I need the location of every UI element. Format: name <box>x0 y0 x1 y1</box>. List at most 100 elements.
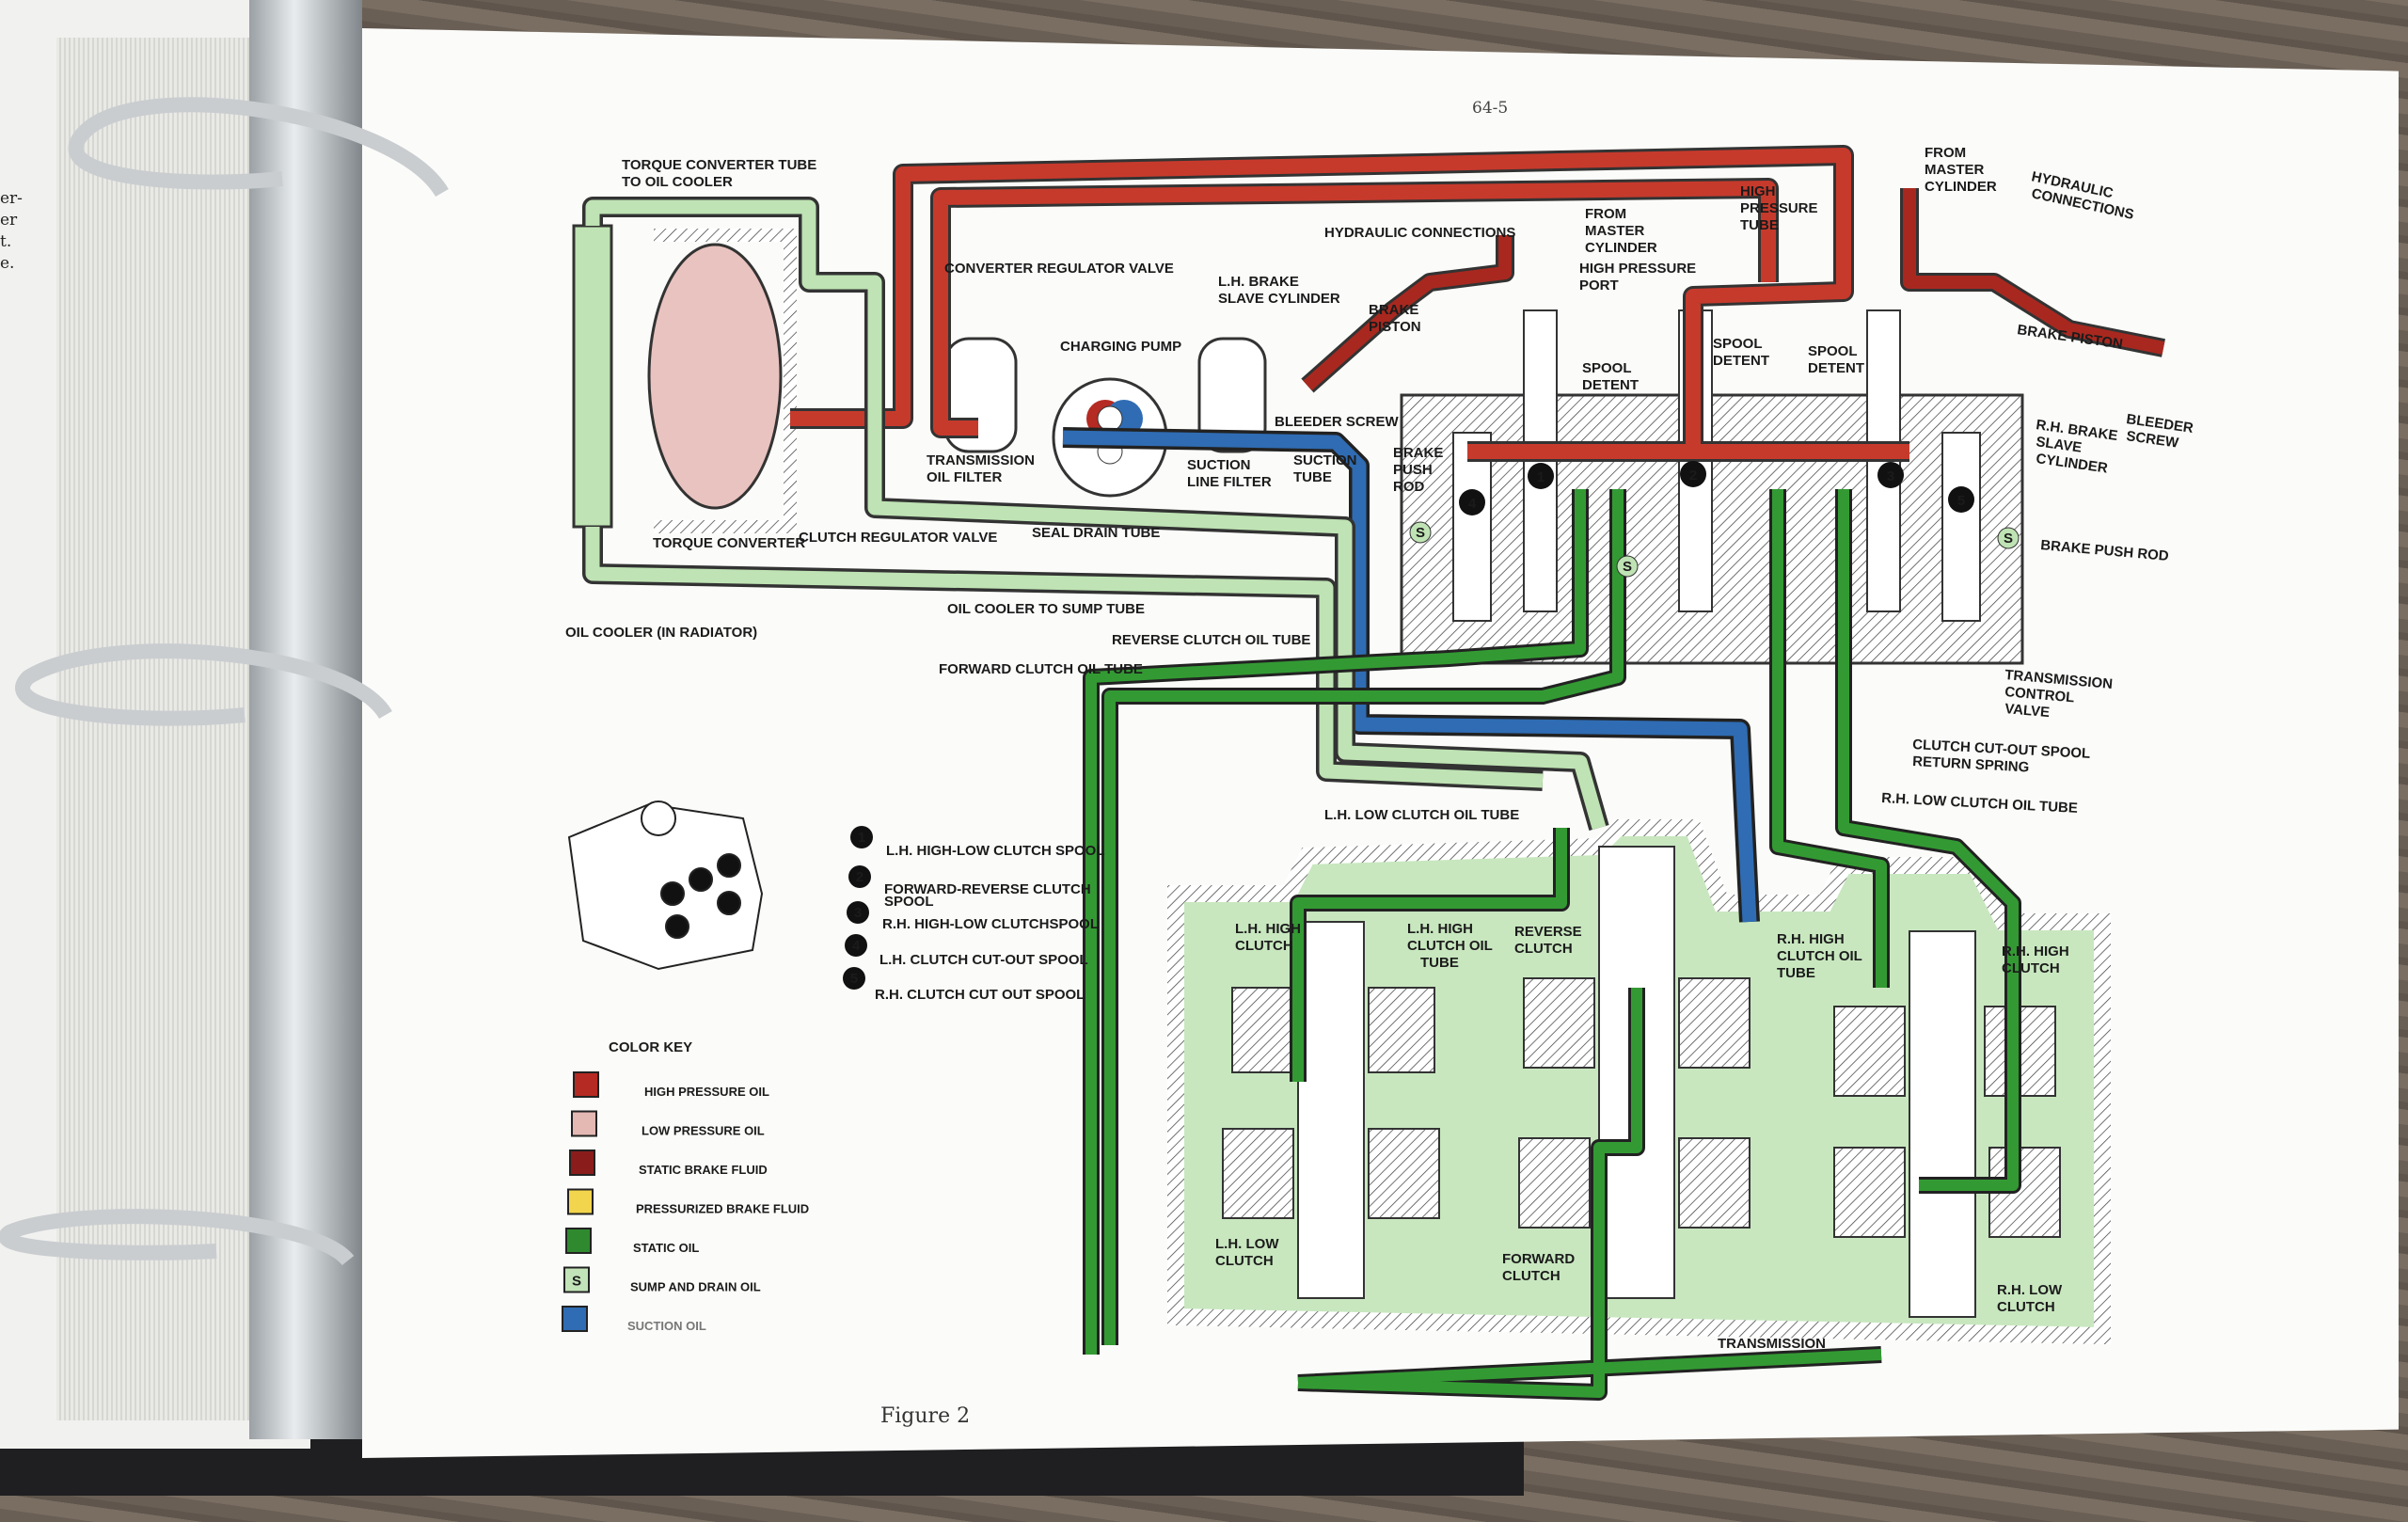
color-swatch <box>571 1110 597 1137</box>
diagram-label: TUBE <box>1293 469 1332 485</box>
text-fragment: e. <box>0 254 15 273</box>
transmission-shaft-left <box>1297 921 1365 1299</box>
diagram-label: CLUTCH <box>1215 1253 1274 1269</box>
color-key-label: STATIC BRAKE FLUID <box>639 1163 768 1177</box>
diagram-label: SPOOL <box>1582 360 1632 376</box>
diagram-label: PISTON <box>1369 319 1421 335</box>
diagram-labels: 64-5 TORQUE CONVERTER TUBE TO OIL COOLER… <box>565 99 2194 1428</box>
diagram-label: CLUTCH <box>1235 938 1293 954</box>
diagram-label: SUCTION <box>1293 452 1357 468</box>
diagram-label: OIL COOLER (IN RADIATOR) <box>565 625 757 641</box>
diagram-label: TORQUE CONVERTER <box>653 535 805 551</box>
diagram-label: CLUTCH REGULATOR VALVE <box>799 530 997 546</box>
diagram-label: PUSH <box>1393 462 1433 478</box>
diagram-label: SLAVE CYLINDER <box>1218 291 1340 307</box>
color-key-label: LOW PRESSURE OIL <box>642 1124 765 1138</box>
diagram-label: FORWARD <box>1502 1251 1575 1267</box>
diagram-label: CLUTCH <box>1997 1299 2055 1315</box>
diagram-label: DETENT <box>1808 360 1864 376</box>
oil-lines <box>582 145 2165 1401</box>
color-key-label: HIGH PRESSURE OIL <box>644 1085 769 1099</box>
diagram-label: CLUTCH <box>1502 1268 1560 1284</box>
diagram-label: 5 <box>850 971 858 987</box>
color-key-label: SUMP AND DRAIN OIL <box>630 1280 761 1294</box>
diagram-label: FORWARD-REVERSE CLUTCH <box>884 881 1091 897</box>
diagram-label: SPOOL <box>884 894 934 910</box>
left-page-text: er- er t. e. <box>0 188 23 275</box>
color-key-label: STATIC OIL <box>633 1241 699 1255</box>
sump-marker: S <box>572 1274 581 1290</box>
diagram-label: DETENT <box>1582 377 1639 393</box>
diagram-label: OIL COOLER TO SUMP TUBE <box>947 601 1145 617</box>
diagram-label: CLUTCH OIL <box>1407 938 1493 954</box>
diagram-label: 2 <box>856 869 863 885</box>
diagram-label: REVERSE <box>1514 924 1582 940</box>
binder-rings <box>0 97 449 1266</box>
text-fragment: er <box>0 211 18 230</box>
color-swatch <box>565 1228 592 1254</box>
color-swatch <box>567 1188 594 1215</box>
binder-spine <box>249 0 362 1439</box>
diagram-label: R.H. CLUTCH CUT OUT SPOOL <box>875 987 1085 1003</box>
diagram-label: SUCTION <box>1187 457 1251 473</box>
diagram-label: R.H. HIGH <box>1777 931 1845 947</box>
diagram-label: R.H. LOW CLUTCH OIL TUBE <box>1881 790 2078 816</box>
diagram-label: ROD <box>1393 479 1425 495</box>
diagram-label: HIGH <box>1740 183 1776 199</box>
diagram-label: TUBE <box>1420 955 1459 971</box>
diagram-label: OIL FILTER <box>927 469 1002 485</box>
diagram-label: 1 <box>1537 469 1545 485</box>
diagram-label: CLUTCH OIL <box>1777 948 1862 964</box>
diagram-label: PRESSURE <box>1740 200 1818 216</box>
binder-ring-bottom <box>0 1209 355 1266</box>
diagram-label: BRAKE <box>1369 302 1418 318</box>
diagram-label: 2 <box>1689 468 1697 484</box>
diagram-label: R.H. HIGH-LOW CLUTCHSPOOL <box>882 916 1099 932</box>
diagram-label: BLEEDER SCREW <box>1275 414 1400 430</box>
diagram-label: CYLINDER <box>1585 240 1657 256</box>
oil-cooler <box>572 224 613 529</box>
color-swatch <box>569 1149 595 1176</box>
diagram-label: R.H. LOW <box>1997 1282 2063 1298</box>
diagram-label: TO OIL COOLER <box>622 174 733 190</box>
diagram-label: MASTER <box>1585 223 1645 239</box>
color-key: COLOR KEY HIGH PRESSURE OIL LOW PRESSURE … <box>562 1039 809 1333</box>
color-key-label: SUCTION OIL <box>627 1319 706 1333</box>
diagram-label: TUBE <box>1740 217 1779 233</box>
color-swatch <box>563 1266 590 1293</box>
diagram-label: TUBE <box>1777 965 1815 981</box>
color-swatch <box>562 1306 588 1332</box>
diagram-label: L.H. HIGH-LOW CLUTCH SPOOL <box>886 843 1104 859</box>
diagram-label: TRANSMISSION <box>927 452 1035 468</box>
diagram-label: FROM <box>1585 206 1626 222</box>
spool-markers: 1 2 3 4 5 S S S <box>1409 461 2020 578</box>
diagram-label: HYDRAULIC CONNECTIONS <box>1324 225 1515 241</box>
diagram-label: 4 <box>1468 496 1477 512</box>
diagram-label: LINE FILTER <box>1187 474 1272 490</box>
diagram-label: BRAKE <box>1393 445 1443 461</box>
diagram-label: TORQUE CONVERTER TUBE <box>622 157 816 173</box>
diagram-label: S <box>1416 525 1425 541</box>
diagram-label: CYLINDER <box>1925 179 1997 195</box>
diagram-label: SPOOL <box>1808 343 1858 359</box>
diagram-label: TRANSMISSION <box>1718 1336 1826 1352</box>
diagram-label: DETENT <box>1713 353 1769 369</box>
diagram-label: CONVERTER REGULATOR VALVE <box>944 261 1174 277</box>
diagram-label: MASTER <box>1925 162 1985 178</box>
control-valve-illustration <box>567 801 764 971</box>
diagram-label: SPOOL <box>1713 336 1763 352</box>
spool-legend: 1 L.H. HIGH-LOW CLUTCH SPOOL 2 FORWARD-R… <box>843 826 1104 1003</box>
diagram-label: CHARGING PUMP <box>1060 339 1181 355</box>
page-number: 64-5 <box>1472 99 1508 118</box>
diagram-label: S <box>2004 531 2013 547</box>
diagram-label: L.H. LOW <box>1215 1236 1279 1252</box>
diagram-label: CONTROL <box>2004 684 2075 706</box>
diagram-label: L.H. HIGH <box>1235 921 1301 937</box>
clutch-packs <box>1222 977 2061 1238</box>
diagram-label: L.H. LOW CLUTCH OIL TUBE <box>1324 807 1519 823</box>
diagram-label: RETURN SPRING <box>1912 753 2030 775</box>
color-key-title: COLOR KEY <box>609 1039 692 1055</box>
diagram-label: CLUTCH <box>1514 941 1573 957</box>
figure-caption: Figure 2 <box>880 1404 970 1428</box>
